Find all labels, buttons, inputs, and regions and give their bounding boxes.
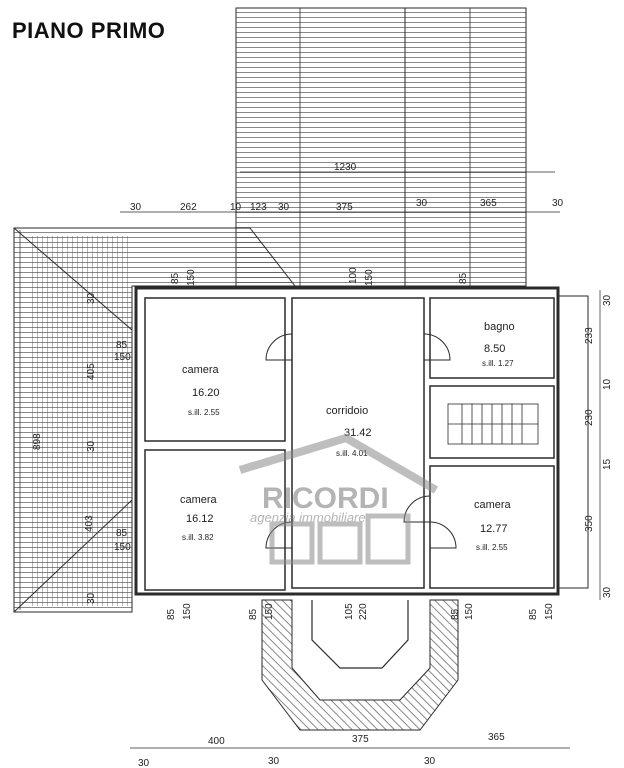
dim-left-3: 405 [86,363,97,380]
dim-open-bot-5: 220 [358,603,369,620]
room-camera-e-area: 12.77 [480,523,508,535]
dim-top-3: 123 [250,202,267,213]
dim-top-2: 10 [230,202,242,213]
room-camera-e-name: camera [474,499,512,511]
dim-bottom30-0: 30 [138,758,150,768]
dim-right-3: 230 [584,409,595,426]
room-camera-sw-height: s.ill. 3.82 [182,533,214,542]
dim-right-6: 30 [602,586,613,598]
dim-open-top-1: 150 [186,269,197,286]
room-labels: camera 16.20 s.ill. 2.55 camera 16.12 s.… [180,321,515,552]
room-corridoio-height: s.ill. 4.01 [336,449,368,458]
dim-top-4: 30 [278,202,290,213]
dim-bottom-0: 400 [208,736,225,747]
room-camera-nw-area: 16.20 [192,387,220,399]
dim-open-top-2: 100 [348,267,359,284]
dim-right-1: 233 [584,327,595,344]
dim-top-0: 30 [130,202,142,213]
dim-open-bot-6: 85 [450,608,461,620]
dim-left-8: 150 [114,542,131,553]
dim-left-9: 30 [86,592,97,604]
dim-bottom30-1: 30 [268,756,280,767]
dimension-lines [19,211,601,749]
dim-open-bot-4: 105 [344,603,355,620]
dim-open-bot-8: 85 [528,608,539,620]
dim-open-bot-0: 85 [166,608,177,620]
dim-right-5: 350 [584,515,595,532]
dim-open-top-0: 85 [170,272,181,284]
dim-left-0: 30 [86,292,97,304]
dim-bottom-1: 375 [352,734,369,745]
dim-right-0: 30 [602,294,613,306]
dim-left-1: 85 [116,340,128,351]
dim-right-4: 15 [602,458,613,470]
room-camera-sw-area: 16.12 [186,513,214,525]
page-title: PIANO PRIMO [12,18,166,43]
dim-top-total: 1230 [334,162,357,173]
bay-window [261,599,459,731]
room-bagno-height: s.ill. 1.27 [482,359,514,368]
watermark-brand: RICORDI [262,482,389,515]
dim-bottom30-2: 30 [424,756,436,767]
dim-left-2: 150 [114,352,131,363]
room-bagno-area: 8.50 [484,343,505,355]
staircase [447,403,539,445]
roof-top [235,7,555,287]
dim-top-6: 30 [416,198,428,209]
dim-open-bot-9: 150 [544,603,555,620]
dim-left-7: 85 [116,528,128,539]
dim-open-top-3: 150 [364,269,375,286]
dim-top-8: 30 [552,198,564,209]
door-swings [265,333,457,549]
roof-left [13,227,297,613]
dim-right-2: 10 [602,378,613,390]
room-corridoio-area: 31.42 [344,427,372,439]
dim-bottom-2: 365 [488,732,505,743]
dim-left-6: 403 [84,515,95,532]
room-camera-nw-name: camera [182,364,220,376]
dim-top-7: 365 [480,198,497,209]
room-camera-e-height: s.ill. 2.55 [476,543,508,552]
dimension-labels: 1230 30 262 10 123 30 375 30 365 30 30 8… [32,162,613,768]
dim-open-bot-1: 150 [182,603,193,620]
dim-top-5: 375 [336,202,353,213]
dim-left-4: 898 [32,433,43,450]
room-bagno-name: bagno [484,321,515,333]
room-corridoio-name: corridoio [326,405,368,417]
dim-left-5: 30 [86,440,97,452]
room-camera-sw-name: camera [180,494,218,506]
watermark-tagline: agenzia immobiliare [250,510,366,525]
dim-open-bot-3: 150 [264,603,275,620]
dim-open-bot-7: 150 [464,603,475,620]
dim-top-1: 262 [180,202,197,213]
dim-open-bot-2: 85 [248,608,259,620]
room-camera-nw-height: s.ill. 2.55 [188,408,220,417]
watermark-logo: RICORDI agenzia immobiliare [238,433,439,565]
dim-open-top-4: 85 [458,272,469,284]
